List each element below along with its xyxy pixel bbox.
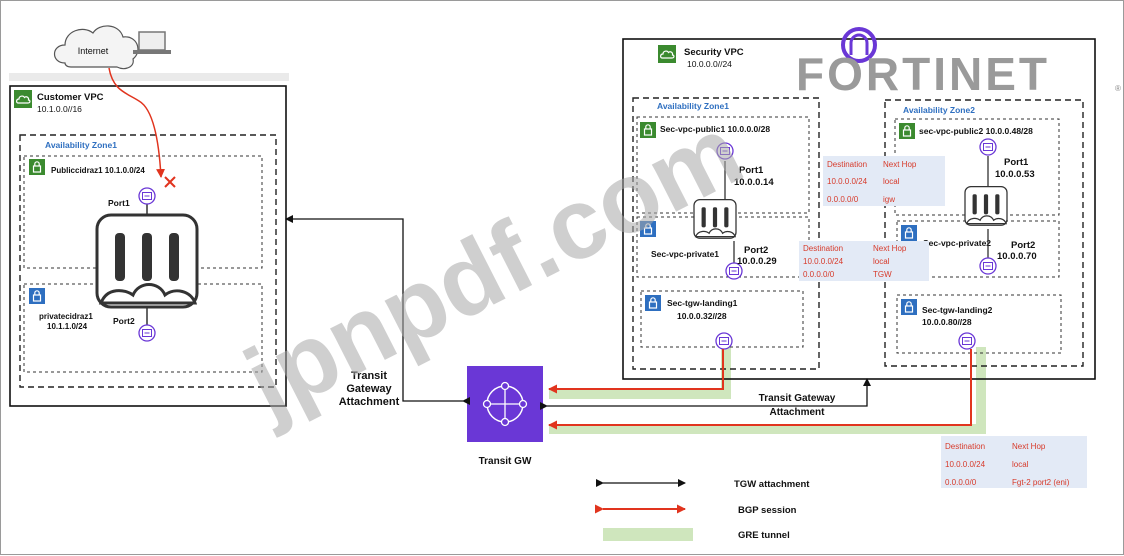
rt-tgw-header-hop: Next Hop: [1012, 442, 1046, 451]
left-attachment-line2: Gateway: [346, 383, 392, 395]
sec-landing2-cidr: 10.0.0.80//28: [922, 317, 972, 327]
legend-gre-label: GRE tunnel: [738, 530, 790, 541]
fgt1-port2-label: Port2: [744, 245, 768, 256]
sec-private2-lock-icon: [900, 224, 918, 242]
sec-landing2-lock-icon: [900, 298, 918, 316]
legend-bgp-label: BGP session: [738, 505, 797, 516]
sec-az1-label: Availability Zone1: [657, 101, 729, 111]
left-attachment-line1: Transit: [351, 370, 387, 382]
customer-fortigate-icon: [95, 213, 199, 309]
private-subnet-lock-icon: [28, 287, 46, 305]
tgw-attachment-left: [285, 215, 470, 405]
blocked-x-icon: [164, 176, 176, 188]
customer-vpc-cidr: 10.1.0.0//16: [37, 104, 82, 114]
customer-port2-icon: [138, 324, 156, 342]
laptop-icon: [133, 31, 171, 54]
rt-private-header-dest: Destination: [803, 244, 843, 253]
customer-private-subnet-cidr: 10.1.1.0/24: [47, 322, 88, 331]
public-subnet-lock-icon: [28, 158, 46, 176]
fgt1-port1-ip: 10.0.0.14: [734, 177, 774, 188]
fortinet-wordmark: FORTINET: [796, 48, 1050, 100]
rt-public-header-dest: Destination: [827, 160, 867, 169]
internet-label: Internet: [78, 46, 109, 56]
internet-cloud: Internet: [53, 25, 139, 70]
legend-tgw-label: TGW attachment: [734, 479, 810, 490]
rt-public-header-hop: Next Hop: [883, 160, 917, 169]
transit-gateway: Transit GW: [467, 366, 543, 467]
rt-private-row1-hop: local: [873, 257, 890, 266]
rt-tgw-row1-dest: 10.0.0.0/24: [945, 460, 986, 469]
customer-public-subnet: Publiccidraz1 10.1.0.0/24: [51, 166, 145, 175]
fgt2-port1-label: Port1: [1004, 157, 1029, 168]
sec-public1-label: Sec-vpc-public1 10.0.0.0/28: [660, 124, 770, 134]
left-attachment-line3: Attachment: [339, 396, 400, 408]
rt-tgw-header-dest: Destination: [945, 442, 985, 451]
rt-public-row1-hop: local: [883, 177, 900, 186]
customer-port1-icon: [138, 187, 156, 205]
fortinet-logo: FORTINET ®: [796, 27, 1121, 100]
fgt1-port2-ip: 10.0.0.29: [737, 256, 777, 267]
route-table-tgw: Destination Next Hop 10.0.0.0/24 local 0…: [941, 436, 1087, 488]
sec-private1-label: Sec-vpc-private1: [651, 249, 719, 259]
bgp-session-az1: [548, 349, 724, 394]
sec-landing1-lock-icon: [644, 294, 662, 312]
fgt1-port1-label: Port1: [739, 165, 764, 176]
right-attachment-line1: Transit Gateway: [759, 393, 836, 404]
fgt2-port2-icon: [979, 257, 997, 275]
customer-private-subnet-name: privatecidraz1: [39, 312, 93, 321]
fgt2-port1-icon: [979, 138, 997, 156]
right-attachment-line2: Attachment: [769, 407, 825, 418]
legend-gre-swatch: [603, 528, 693, 541]
security-vpc-title: Security VPC: [684, 47, 744, 58]
tgw-attachment-right: [540, 378, 871, 410]
rt-tgw-row1-hop: local: [1012, 460, 1029, 469]
rt-private-row1-dest: 10.0.0.0/24: [803, 257, 844, 266]
rt-public-row2-dest: 0.0.0.0/0: [827, 195, 859, 204]
svg-text:®: ®: [1115, 84, 1121, 93]
rt-tgw-row2-hop: Fgt-2 port2 (eni): [1012, 478, 1070, 487]
internet-traffic-path: [108, 67, 166, 178]
transit-gw-label: Transit GW: [479, 456, 532, 467]
sec-public2-lock-icon: [898, 122, 916, 140]
sec-landing1-label: Sec-tgw-landing1: [667, 298, 738, 308]
sec-landing1-cidr: 10.0.0.32//28: [677, 311, 727, 321]
rt-tgw-row2-dest: 0.0.0.0/0: [945, 478, 977, 487]
customer-vpc-top-band: [9, 73, 289, 81]
landing2-port-icon: [958, 332, 976, 350]
sec-az2-label: Availability Zone2: [903, 105, 975, 115]
customer-port1-label: Port1: [108, 198, 130, 208]
rt-private-header-hop: Next Hop: [873, 244, 907, 253]
rt-public-row1-dest: 10.0.0.0/24: [827, 177, 868, 186]
rt-public-row2-hop: igw: [883, 195, 895, 204]
customer-port2-label: Port2: [113, 316, 135, 326]
bgp-session-az2: [548, 349, 972, 430]
route-table-public: Destination Next Hop 10.0.0.0/24 local 0…: [823, 156, 945, 206]
vpc-cloud-icon: [13, 89, 33, 109]
rt-private-row2-dest: 0.0.0.0/0: [803, 270, 835, 279]
sec-public2-label: sec-vpc-public2 10.0.0.48/28: [919, 126, 1033, 136]
security-vpc-cloud-icon: [657, 44, 677, 64]
customer-vpc-title: Customer VPC: [37, 92, 104, 103]
route-table-private: Destination Next Hop 10.0.0.0/24 local 0…: [799, 241, 929, 281]
fgt2-port1-ip: 10.0.0.53: [995, 169, 1035, 180]
sec-private2-label: Sec-vpc-private2: [923, 238, 991, 248]
customer-az-label: Availability Zone1: [45, 140, 117, 150]
fortigate2-icon: [964, 186, 1008, 226]
rt-private-row2-hop: TGW: [873, 270, 892, 279]
security-vpc-cidr: 10.0.0.0//24: [687, 59, 732, 69]
sec-landing2-label: Sec-tgw-landing2: [922, 305, 993, 315]
landing1-port-icon: [715, 332, 733, 350]
legend: TGW attachment BGP session GRE tunnel: [595, 479, 810, 541]
customer-vpc: Customer VPC 10.1.0.0//16 Availability Z…: [9, 85, 287, 407]
fgt2-port2-label: Port2: [1011, 240, 1035, 251]
fgt2-port2-ip: 10.0.0.70: [997, 251, 1037, 262]
